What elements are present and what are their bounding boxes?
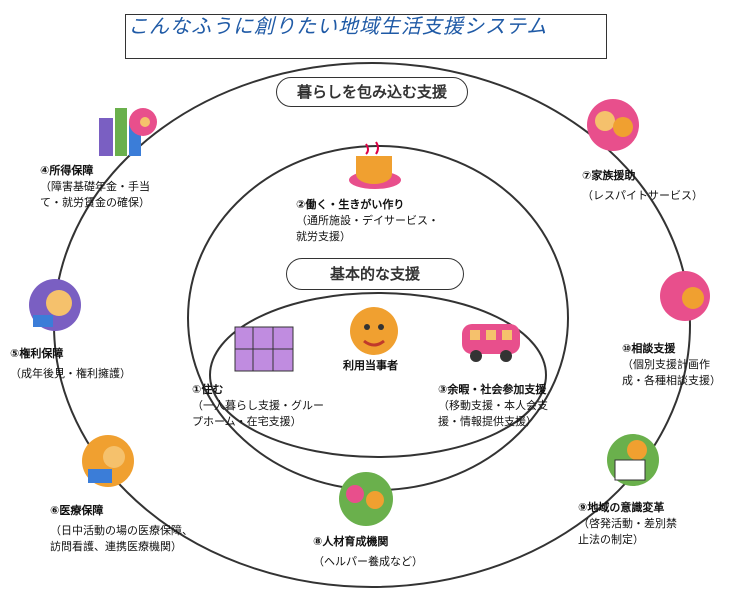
bus-icon: [462, 324, 520, 362]
page-title: こんなふうに創りたい地域生活支援システム: [128, 14, 548, 38]
cup-icon: [349, 141, 401, 189]
item-consult: ⑩相談支援 （個別支援計画作 成・各種相談支援）: [622, 342, 721, 387]
item-medical: ⑥医療保障 （日中活動の場の医療保障、 訪問看護、連携医療機関）: [50, 504, 193, 553]
people-group-icon: [339, 472, 393, 526]
doctor-icon: [82, 435, 134, 487]
item-training: ⑧人材育成機関 （ヘルパー養成など）: [313, 535, 423, 568]
item-family: ⑦家族援助 （レスパイトサービス）: [582, 169, 703, 202]
item-rights: ⑤権利保障 （成年後見・権利擁護）: [10, 347, 131, 380]
building-icon: [234, 326, 294, 372]
title-box: [125, 14, 607, 59]
item-work: ②働く・生きがい作り （通所施設・デイサービス・ 就労支援）: [296, 198, 439, 243]
consultation-icon: [660, 271, 710, 321]
center-label: 利用当事者: [343, 359, 398, 372]
family-icon: [587, 99, 639, 151]
newspaper-reader-icon: [607, 434, 659, 486]
inner-label: 基本的な支援: [286, 258, 464, 290]
item-income: ④所得保障 （障害基礎年金・手当 て・就労賃金の確保）: [40, 164, 150, 209]
item-housing: ①住む （一人暮らし支援・グルー プホーム・在宅支援）: [192, 383, 324, 428]
item-awareness: ⑨地域の意識変革 （啓発活動・差別禁 止法の制定）: [578, 501, 677, 546]
item-leisure: ③余暇・社会参加支援 （移動支援・本人会支 援・情報提供支援）: [438, 383, 548, 428]
core-ring: [209, 292, 547, 458]
judge-icon: [29, 279, 81, 331]
person-face-icon: [350, 307, 398, 355]
city-buildings-icon: [99, 108, 157, 156]
outer-label: 暮らしを包み込む支援: [276, 77, 468, 107]
